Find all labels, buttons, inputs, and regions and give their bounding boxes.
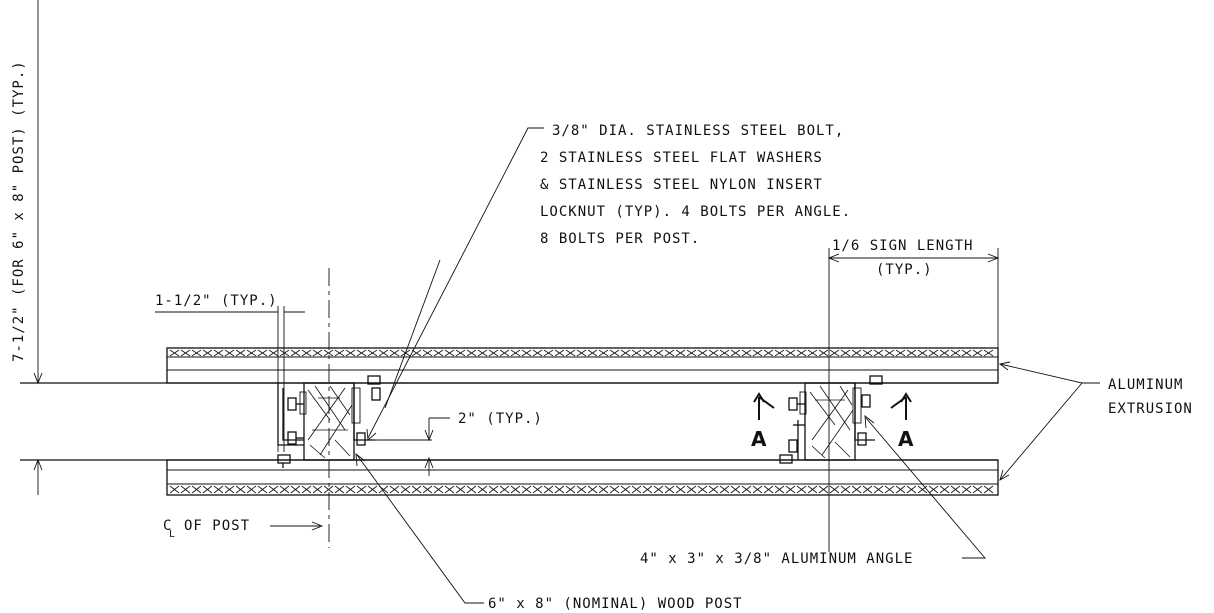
bolt-note-line-2: 2 STAINLESS STEEL FLAT WASHERS: [540, 150, 823, 166]
bolt-note: 3/8" DIA. STAINLESS STEEL BOLT, 2 STAINL…: [366, 123, 851, 441]
vertical-dim-label: 7-1/2" (FOR 6" x 8" POST) (TYP.): [11, 60, 27, 362]
dim-two: 2" (TYP.): [368, 411, 543, 476]
bolt-note-line-5: 8 BOLTS PER POST.: [540, 231, 700, 247]
bolt-note-line-3: & STAINLESS STEEL NYLON INSERT: [540, 177, 823, 193]
angle-label-text: 4" x 3" x 3/8" ALUMINUM ANGLE: [640, 551, 913, 567]
wood-hatch-left: [307, 385, 353, 459]
wood-post-right: [804, 382, 856, 461]
angle-label: 4" x 3" x 3/8" ALUMINUM ANGLE: [640, 415, 986, 567]
section-mark-left: A: [751, 427, 767, 451]
centerline-label: C L OF POST: [163, 518, 324, 540]
extrusion-label-line-1: ALUMINUM: [1108, 377, 1183, 393]
extrusion-label: ALUMINUM EXTRUSION: [998, 361, 1193, 481]
dim-one-and-half: 1-1/2" (TYP.): [155, 293, 305, 452]
centerline-symbol: C: [163, 518, 172, 534]
top-extrusion: [166, 347, 999, 384]
right-post-assembly: [779, 375, 883, 464]
wood-hatch-right: [809, 385, 854, 459]
section-mark-right: A: [898, 427, 914, 451]
wood-post-label-text: 6" x 8" (NOMINAL) WOOD POST: [488, 596, 743, 612]
centerline-text: OF POST: [184, 518, 250, 534]
vertical-dimension: 7-1/2" (FOR 6" x 8" POST) (TYP.): [11, 0, 43, 495]
dim-2-label: 2" (TYP.): [458, 411, 543, 427]
sign-length-dimension: 1/6 SIGN LENGTH (TYP.): [827, 238, 1000, 552]
dim-1-5-label: 1-1/2" (TYP.): [155, 293, 278, 309]
centerline-subscript: L: [169, 529, 176, 540]
bolt-note-line-1: 3/8" DIA. STAINLESS STEEL BOLT,: [552, 123, 844, 139]
extrusion-label-line-2: EXTRUSION: [1108, 401, 1193, 417]
sign-length-label: 1/6 SIGN LENGTH: [832, 238, 973, 254]
bolt-note-line-4: LOCKNUT (TYP). 4 BOLTS PER ANGLE.: [540, 204, 851, 220]
wood-post-label: 6" x 8" (NOMINAL) WOOD POST: [355, 453, 743, 612]
section-marks: A A: [751, 392, 914, 451]
sign-length-typ: (TYP.): [876, 262, 933, 278]
bottom-extrusion: [166, 459, 999, 496]
